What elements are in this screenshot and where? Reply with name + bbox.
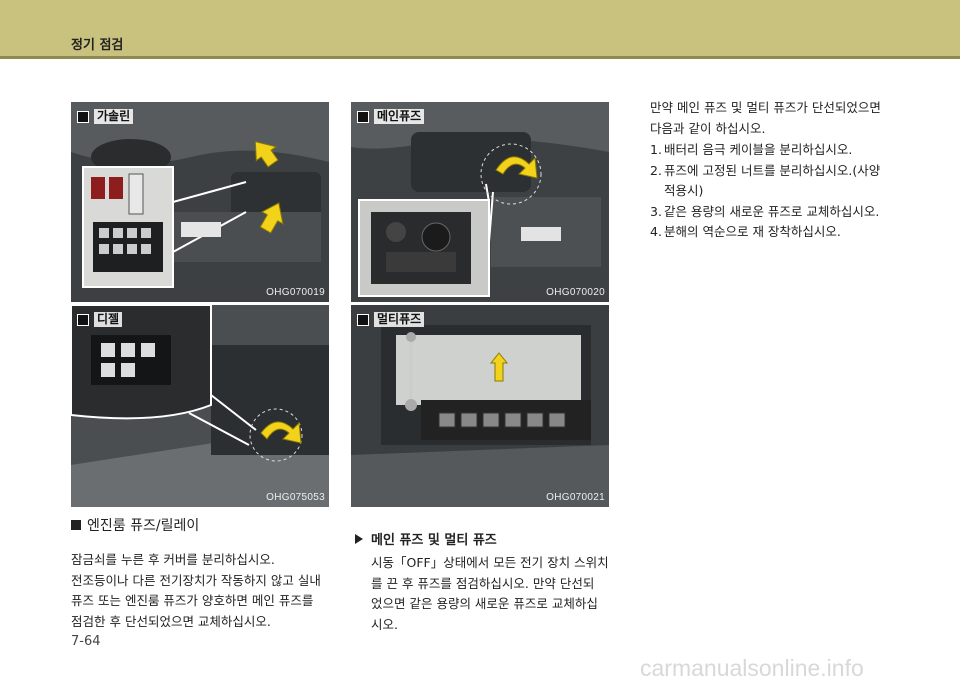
photo-multi-fuse: 멀티퓨즈 OHG070021 (351, 305, 609, 507)
step-item: 4. 분해의 역순으로 재 장착하십시오. (650, 224, 841, 239)
figure-code: OHG075053 (266, 492, 325, 503)
main-multi-heading: 메인 퓨즈 및 멀티 퓨즈 (355, 529, 497, 548)
square-icon (77, 313, 89, 326)
square-icon (357, 110, 369, 123)
square-icon (357, 313, 369, 326)
photo-main-fuse: 메인퓨즈 OHG070020 (351, 102, 609, 302)
engine-bay-gasoline-illustration (71, 102, 329, 302)
curved-arrow-icon (260, 421, 302, 444)
arrow-icon (254, 141, 284, 234)
figure-code: OHG070020 (546, 287, 605, 298)
watermark: carmanualsonline.info (640, 655, 864, 681)
multi-fuse-illustration (351, 305, 609, 507)
engine-bay-main-fuse-illustration (351, 102, 609, 302)
steps-list: 1. 배터리 음극 케이블을 분리하십시오. 2. 퓨즈에 고정된 너트를 분리… (650, 140, 880, 243)
figure-code: OHG070021 (546, 492, 605, 503)
square-icon (77, 110, 89, 123)
photo-label: 멀티퓨즈 (357, 312, 425, 327)
engine-room-heading: 엔진룸 퓨즈/릴레이 (71, 515, 199, 535)
header-rule (0, 56, 960, 59)
page-number: 7-64 (71, 634, 101, 649)
right-intro-text: 만약 메인 퓨즈 및 멀티 퓨즈가 단선되었으면 다음과 같이 하십시오. (650, 100, 881, 136)
triangle-bullet-icon (355, 533, 363, 544)
photo-diesel: 디젤 OHG075053 (71, 305, 329, 507)
step-item: 3. 같은 용량의 새로운 퓨즈로 교체하십시오. (650, 203, 880, 219)
main-multi-text: 시동「OFF」상태에서 모든 전기 장치 스위치 를 끈 후 퓨즈를 점검하십시… (371, 555, 609, 632)
square-icon (71, 520, 81, 530)
photo-label: 메인퓨즈 (357, 109, 425, 124)
step-item: 1. 배터리 음극 케이블을 분리하십시오. (650, 142, 853, 157)
figure-code: OHG070019 (266, 287, 325, 298)
engine-bay-diesel-illustration (71, 305, 329, 507)
photo-label: 디젤 (77, 312, 123, 327)
page-section-title: 정기 점검 (71, 38, 124, 53)
curved-arrow-icon (495, 156, 538, 179)
engine-room-text: 잠금쇠를 누른 후 커버를 분리하십시오. 전조등이나 다른 전기장치가 작동하… (71, 552, 321, 629)
arrow-icon (489, 352, 509, 382)
header-band (0, 0, 960, 56)
photo-gasoline: 가솔린 OHG070019 (71, 102, 329, 302)
photo-label: 가솔린 (77, 109, 134, 124)
